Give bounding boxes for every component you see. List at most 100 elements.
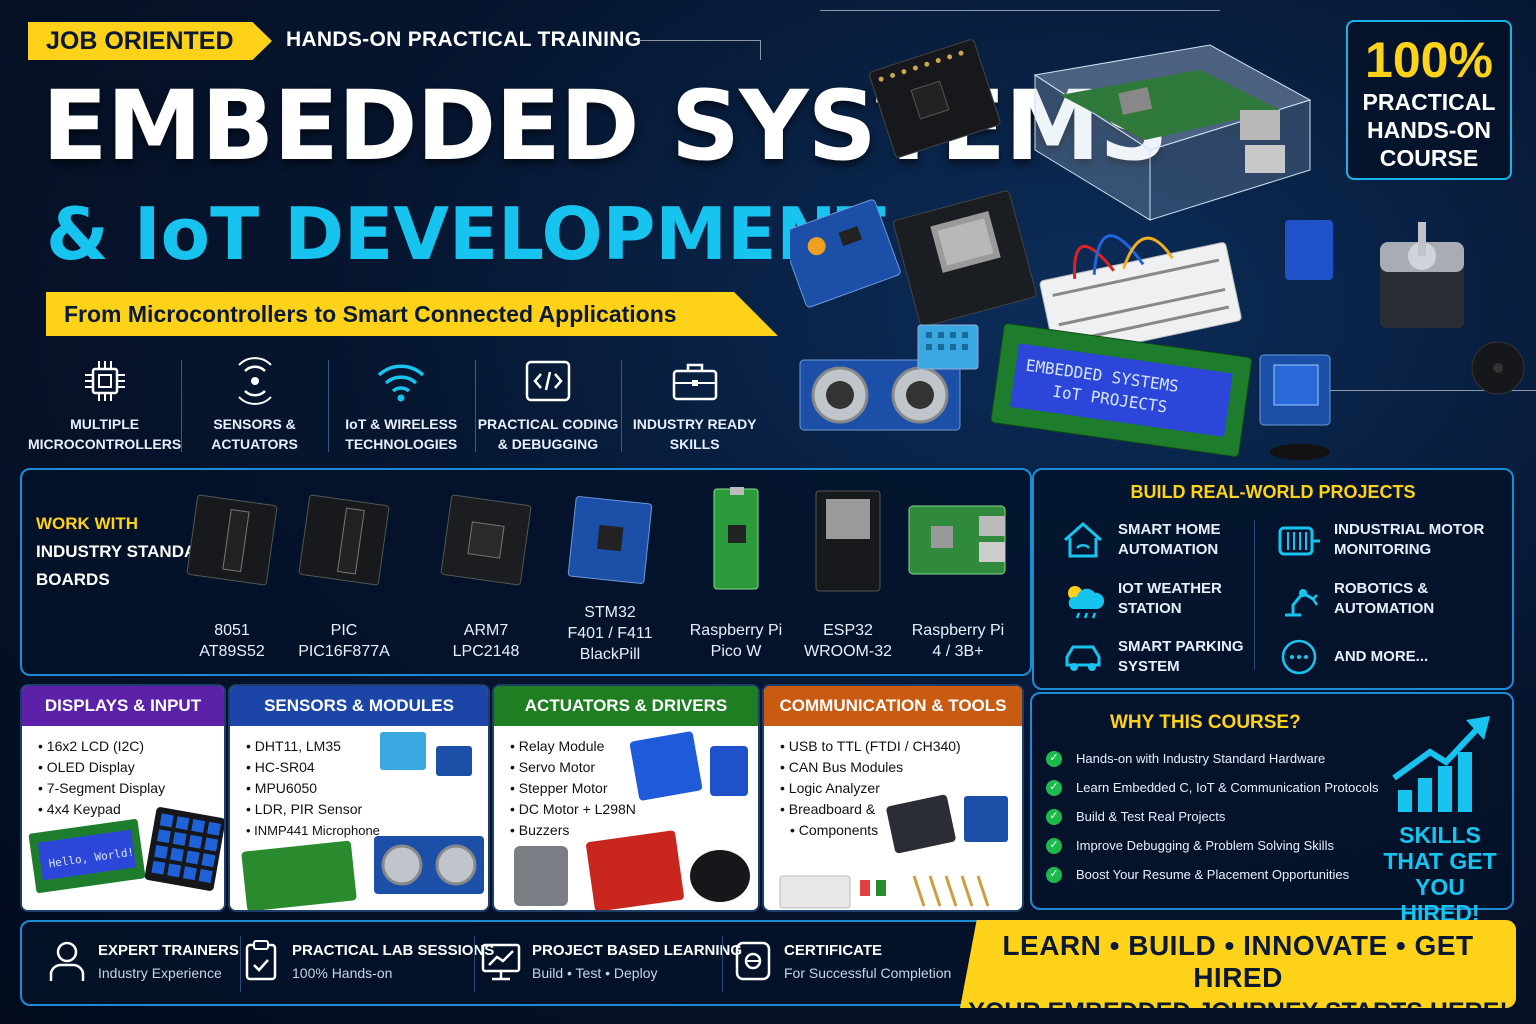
list-item: Components (780, 820, 1022, 841)
feature-coding: PRACTICAL CODING & DEBUGGING (474, 356, 622, 456)
feature-label: PRACTICAL CODING (477, 416, 619, 432)
list-item: Relay Module (510, 736, 758, 757)
board-image (788, 484, 908, 596)
board-name: 8051 (214, 622, 250, 639)
bottom-item-title: CERTIFICATE (784, 941, 883, 959)
list-item: 7-Segment Display (38, 778, 224, 799)
bottom-item-sub: For Successful Completion (784, 964, 952, 981)
home-icon (1058, 518, 1108, 562)
card-header: SENSORS & MODULES (230, 686, 488, 726)
stepper-motor-image (1376, 222, 1468, 332)
badge-percent: 100% (1365, 32, 1493, 88)
card-displays-input: DISPLAYS & INPUT Hello, World! 16x2 LCD … (20, 684, 226, 912)
list-item: ✓Build & Test Real Projects (1046, 802, 1379, 831)
bottom-item-sub: Build • Test • Deploy (532, 964, 658, 981)
cta-banner[interactable]: LEARN • BUILD • INNOVATE • GET HIRED YOU… (960, 920, 1516, 1008)
code-icon (475, 356, 622, 406)
board-image (426, 484, 546, 596)
boards-lead-highlight: WORK WITH (36, 514, 138, 533)
feature-label: INDUSTRY READY (632, 416, 757, 432)
feature-label: MULTIPLE (70, 416, 140, 432)
circuit-line (760, 40, 761, 60)
list-item: LDR, PIR Sensor (246, 799, 488, 820)
cta-line2-text: YOUR EMBEDDED JOURNEY STARTS HERE! (968, 998, 1508, 1024)
board-image (676, 484, 796, 596)
board-name: Raspberry Pi (689, 622, 783, 639)
list-item: ✓Hands-on with Industry Standard Hardwar… (1046, 744, 1379, 773)
certificate-icon (732, 936, 774, 986)
board-model: LPC2148 (452, 643, 520, 660)
card-communication-tools: COMMUNICATION & TOOLS USB to TTL (FTDI /… (762, 684, 1024, 912)
list-item: CAN Bus Modules (780, 757, 1022, 778)
hands-on-tag: HANDS-ON PRACTICAL TRAINING (286, 28, 642, 51)
wifi-icon (328, 356, 475, 406)
list-item: DC Motor + L298N (510, 799, 758, 820)
board-name: PIC (330, 622, 358, 639)
buzzer-image (1468, 338, 1528, 398)
board-image (550, 484, 670, 596)
list-item: DHT11, LM35 (246, 736, 488, 757)
bottom-item-certificate: CERTIFICATE For Successful Completion (732, 936, 951, 986)
trainer-icon (46, 936, 88, 986)
list-item: 16x2 LCD (I2C) (38, 736, 224, 757)
card-header: DISPLAYS & INPUT (22, 686, 224, 726)
list-item: HC-SR04 (246, 757, 488, 778)
bottom-item-sub: 100% Hands-on (292, 964, 393, 981)
divider (474, 936, 475, 992)
board-model: AT89S52 (199, 643, 265, 660)
displays-art: Hello, World! (22, 726, 224, 910)
feature-label: & DEBUGGING (497, 436, 599, 452)
car-icon (1058, 635, 1108, 679)
project-label: AUTOMATION (1118, 541, 1219, 558)
cta-line1: LEARN • BUILD • INNOVATE • GET HIRED (1002, 930, 1474, 993)
board-image (172, 484, 292, 596)
why-title: WHY THIS COURSE? (1110, 712, 1301, 733)
practical-course-badge: 100% PRACTICAL HANDS-ON COURSE (1346, 20, 1512, 180)
project-label: MONITORING (1334, 541, 1432, 558)
board-model: WROOM-32 (804, 643, 892, 660)
list-item: USB to TTL (FTDI / CH340) (780, 736, 1022, 757)
project-label: SYSTEM (1118, 658, 1180, 675)
project-label: AND MORE... (1334, 648, 1429, 665)
bottom-item-title: EXPERT TRAINERS (98, 941, 239, 959)
badge-line: HANDS-ON (1367, 117, 1491, 143)
check-icon: ✓ (1046, 808, 1062, 825)
board-raspberry-pi-4: Raspberry Pi 4 / 3B+ (898, 484, 1018, 662)
list-item: Buzzers (510, 820, 758, 841)
feature-label: ACTUATORS (211, 436, 298, 452)
circuit-line (1280, 390, 1536, 391)
project-robotics: ROBOTICS &AUTOMATION (1274, 577, 1434, 621)
board-name: Raspberry Pi (911, 622, 1005, 639)
bottom-item-title: PROJECT BASED LEARNING (532, 941, 743, 959)
board-model: Pico W (710, 643, 762, 660)
check-icon: ✓ (1046, 779, 1062, 796)
board-model: F401 / F411 (567, 625, 653, 642)
subtitle-text: From Microcontrollers to Smart Connected… (64, 300, 677, 327)
card-sensors-modules: SENSORS & MODULES DHT11, LM35 HC-SR04 MP… (228, 684, 490, 912)
weather-icon (1058, 577, 1108, 621)
board-image (284, 484, 404, 596)
list-item: INMP441 Microphone (246, 820, 488, 841)
list-item: Logic Analyzer (780, 778, 1022, 799)
check-icon: ✓ (1046, 866, 1062, 883)
projects-divider (1254, 520, 1255, 670)
skills-line: SKILLS (1399, 822, 1481, 848)
badge-line: COURSE (1379, 145, 1479, 171)
project-label: STATION (1118, 600, 1182, 617)
page-title-line2: & IoT DEVELOPMENT (46, 192, 886, 276)
board-model: 4 / 3B+ (932, 643, 984, 660)
why-item-text: Learn Embedded C, IoT & Communication Pr… (1076, 780, 1379, 795)
skills-line: YOU HIRED! (1400, 874, 1480, 926)
list-item: 4x4 Keypad (38, 799, 224, 820)
why-item-text: Hands-on with Industry Standard Hardware (1076, 751, 1326, 766)
feature-label: IoT & WIRELESS (345, 416, 458, 432)
